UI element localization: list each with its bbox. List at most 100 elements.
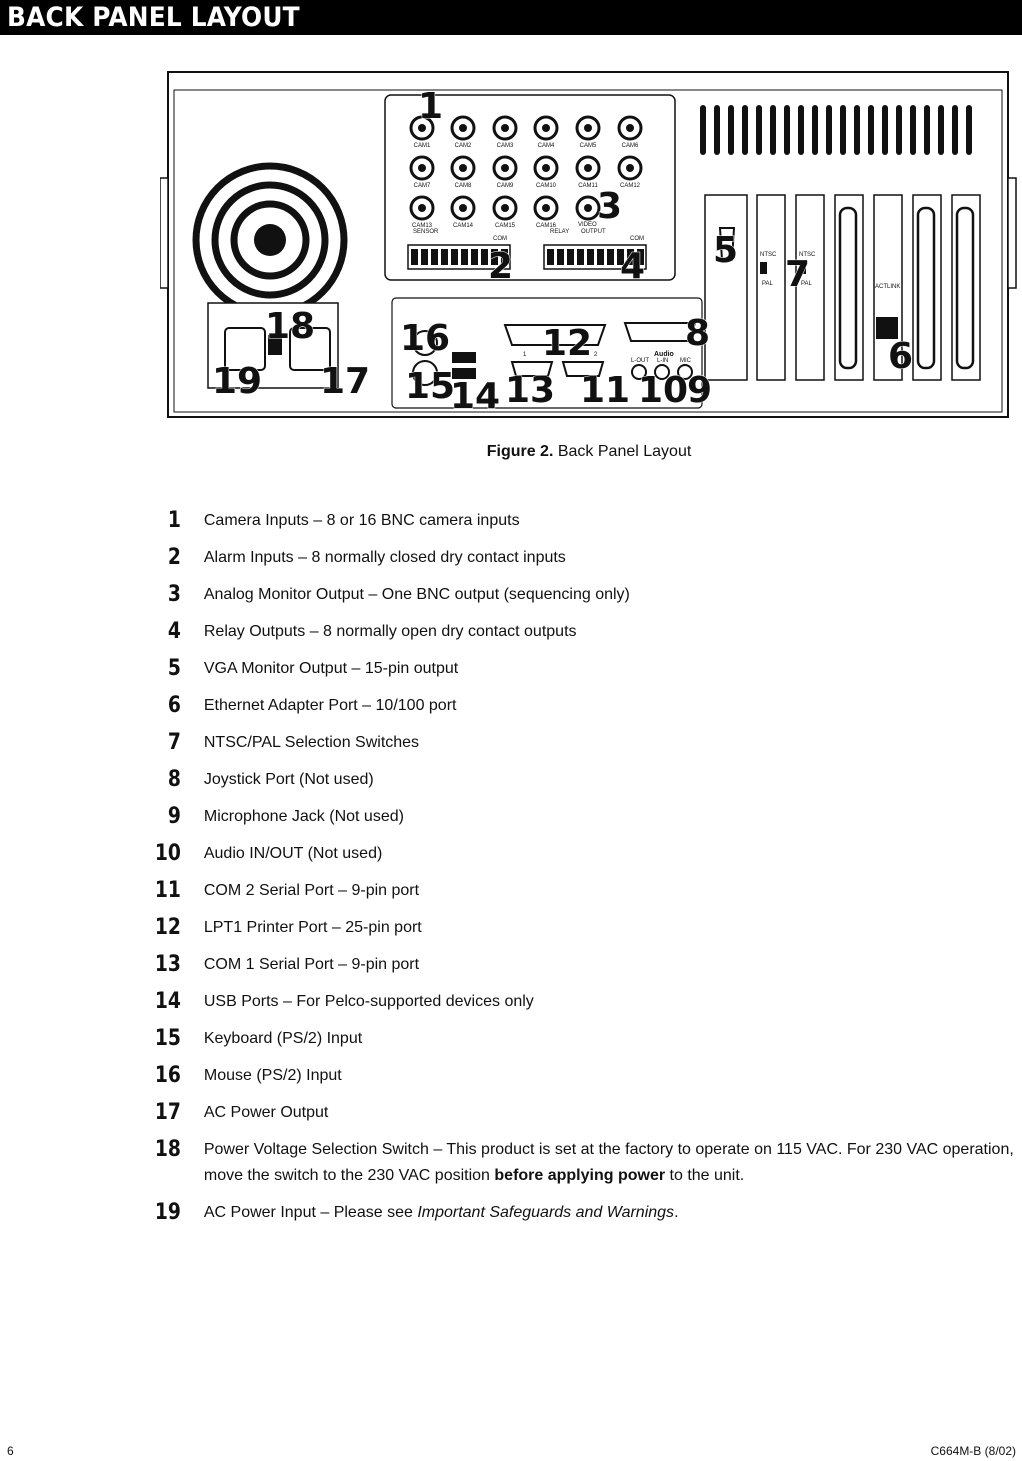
legend-item: 14 USB Ports – For Pelco-supported devic…: [150, 989, 1020, 1015]
lout-label: L-OUT: [631, 358, 649, 364]
legend-item: 4 Relay Outputs – 8 normally open dry co…: [150, 619, 1020, 645]
legend-item-text: USB Ports – For Pelco-supported devices …: [203, 993, 534, 1010]
voltage-switch: [268, 335, 282, 355]
fan-grille: [192, 162, 348, 318]
legend-item: 12 LPT1 Printer Port – 25-pin port: [150, 915, 1020, 941]
bnc-connector-3: CAM3: [492, 115, 518, 149]
legend-item-number: 19: [154, 1200, 181, 1225]
cam-label: CAM4: [538, 143, 555, 149]
legend-item: 8 Joystick Port (Not used): [150, 767, 1020, 793]
cam-label: CAM11: [578, 183, 598, 189]
vent-slot: [966, 105, 972, 155]
legend-item-number: 8: [167, 767, 181, 792]
legend-item-text: Ethernet Adapter Port – 10/100 port: [203, 697, 457, 714]
vent-slot: [714, 105, 720, 155]
vent-slot: [938, 105, 944, 155]
camera-panel: [384, 94, 676, 281]
callout-14: 14: [450, 376, 500, 417]
legend-item: 13 COM 1 Serial Port – 9-pin port: [150, 952, 1020, 978]
item18-text-b: to the unit.: [665, 1167, 745, 1184]
sensor-label: SENSOR: [413, 229, 439, 235]
io-panel: [391, 297, 703, 409]
legend-item-text: Power Voltage Selection Switch – This pr…: [204, 1137, 1020, 1189]
callout-19: 19: [212, 361, 262, 402]
legend-item-number: 18: [154, 1137, 181, 1162]
ethernet-port: [876, 317, 898, 339]
act-label: ACT: [875, 284, 887, 290]
vent-slot: [868, 105, 874, 155]
item18-text-bold: before applying power: [494, 1167, 666, 1184]
vent-slot: [770, 105, 776, 155]
ac-power-input: [224, 327, 266, 371]
vent-slot: [826, 105, 832, 155]
legend-item-text: COM 2 Serial Port – 9-pin port: [203, 882, 420, 899]
figure-caption: Figure 2. Back Panel Layout: [0, 443, 1022, 461]
slot-6-cover: [955, 206, 975, 370]
cam-label: CAM8: [455, 183, 472, 189]
slot-5-cover: [916, 206, 936, 370]
legend-item-text: Keyboard (PS/2) Input: [203, 1030, 363, 1047]
ntsc-label-1: NTSC: [760, 252, 777, 258]
page-number: 6: [7, 1444, 14, 1458]
cam-label: CAM5: [580, 143, 597, 149]
bnc-connector-1: CAM1: [409, 115, 435, 149]
keyboard-ps2-port: [412, 360, 438, 386]
slot-3-cover: [838, 206, 858, 370]
com2-port-num: 2: [594, 352, 598, 358]
callout-17: 17: [320, 361, 370, 402]
legend-item-number: 12: [154, 915, 181, 940]
legend-item-number: 15: [154, 1026, 181, 1051]
vent-slot: [840, 105, 846, 155]
legend-item: 3 Analog Monitor Output – One BNC output…: [150, 582, 1020, 608]
bnc-connector-15: CAM15: [492, 195, 518, 229]
chassis-inner: [173, 89, 1003, 413]
cam-label: CAM13: [412, 223, 433, 229]
callout-15: 15: [405, 366, 455, 407]
legend-item-number: 14: [154, 989, 181, 1014]
vga-card-bracket: [704, 194, 748, 381]
com1-port: [510, 361, 554, 377]
bnc-connector-11: CAM11: [575, 155, 601, 189]
figure-caption-text: Back Panel Layout: [557, 443, 692, 460]
callout-13: 13: [505, 370, 555, 411]
audio-in-jack: [654, 364, 670, 380]
legend-item: 9 Microphone Jack (Not used): [150, 804, 1020, 830]
callout-3: 3: [597, 186, 622, 227]
bnc-connector-10: CAM10: [533, 155, 559, 189]
capture-card-2: [795, 194, 825, 381]
legend-item: 17 AC Power Output: [150, 1100, 1020, 1126]
legend-item-text: AC Power Output: [203, 1104, 329, 1121]
callout-18: 18: [265, 306, 315, 347]
link-label: LINK: [887, 284, 900, 290]
vent-slot: [798, 105, 804, 155]
legend-item-19: 19 AC Power Input – Please see Important…: [150, 1200, 1020, 1226]
legend-item-number: 3: [167, 582, 181, 607]
vent-slot: [756, 105, 762, 155]
legend-item-text: LPT1 Printer Port – 25-pin port: [203, 919, 422, 936]
vent-slots: [700, 105, 972, 155]
callout-4: 4: [620, 246, 645, 287]
bnc-connector-16: CAM16: [533, 195, 559, 229]
usb-port-1: [452, 352, 476, 363]
capture-card-1: [756, 194, 786, 381]
vent-slot: [924, 105, 930, 155]
legend-item: 16 Mouse (PS/2) Input: [150, 1063, 1020, 1089]
lpt1-port: [503, 324, 607, 346]
cam-label: CAM2: [455, 143, 472, 149]
bnc-connector-14: CAM14: [450, 195, 476, 229]
callout-6: 6: [888, 336, 913, 377]
legend-item: 5 VGA Monitor Output – 15-pin output: [150, 656, 1020, 682]
pal-label-2: PAL: [801, 281, 813, 287]
legend-item-number: 9: [167, 804, 181, 829]
callout-10: 10: [638, 370, 688, 411]
header-bar: BACK PANEL LAYOUT: [0, 0, 1022, 35]
output-label: OUTPUT: [581, 229, 606, 235]
ntsc-pal-switch-1: [760, 262, 767, 274]
legend-item: 11 COM 2 Serial Port – 9-pin port: [150, 878, 1020, 904]
cam-label: CAM14: [453, 223, 474, 229]
item19-text-a: AC Power Input – Please see: [203, 1204, 418, 1221]
bnc-connector-13: CAM13: [409, 195, 435, 229]
legend-item-number: 2: [167, 545, 181, 570]
legend-item: 10 Audio IN/OUT (Not used): [150, 841, 1020, 867]
